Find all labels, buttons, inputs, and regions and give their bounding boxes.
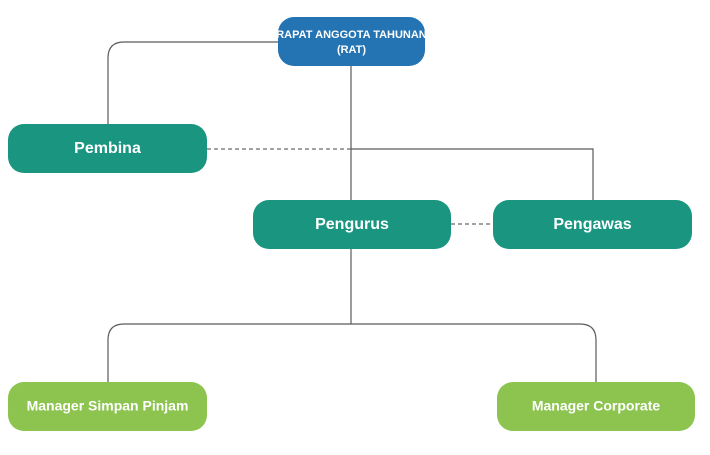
node-manager-simpan-pinjam: Manager Simpan Pinjam [8, 382, 207, 431]
node-manager-corporate-box [497, 382, 695, 431]
node-pembina-box [8, 124, 207, 173]
connector-pengurus-pengawas-branch [351, 148, 594, 200]
connectors [107, 41, 597, 382]
node-manager-corporate: Manager Corporate [497, 382, 695, 431]
node-pengurus: Pengurus [253, 200, 451, 249]
node-pengurus-label: Pengurus [315, 216, 389, 233]
node-pembina-label: Pembina [74, 140, 141, 157]
node-pembina: Pembina [8, 124, 207, 173]
connector-managers-branch [107, 323, 597, 382]
node-manager-corporate-label: Manager Corporate [532, 398, 661, 414]
node-rat-label-line1: RAPAT ANGGOTA TAHUNAN [276, 29, 427, 41]
node-rat-label-line2: (RAT) [337, 44, 366, 56]
node-rat: RAPAT ANGGOTA TAHUNAN (RAT) [276, 17, 427, 66]
node-manager-simpan-pinjam-box [8, 382, 207, 431]
node-rat-box [278, 17, 425, 66]
node-manager-simpan-pinjam-label: Manager Simpan Pinjam [27, 398, 189, 414]
node-pengawas-label: Pengawas [553, 216, 631, 233]
node-pengurus-box [253, 200, 451, 249]
connector-rat-pembina [107, 41, 278, 124]
node-pengawas-box [493, 200, 692, 249]
node-pengawas: Pengawas [493, 200, 692, 249]
